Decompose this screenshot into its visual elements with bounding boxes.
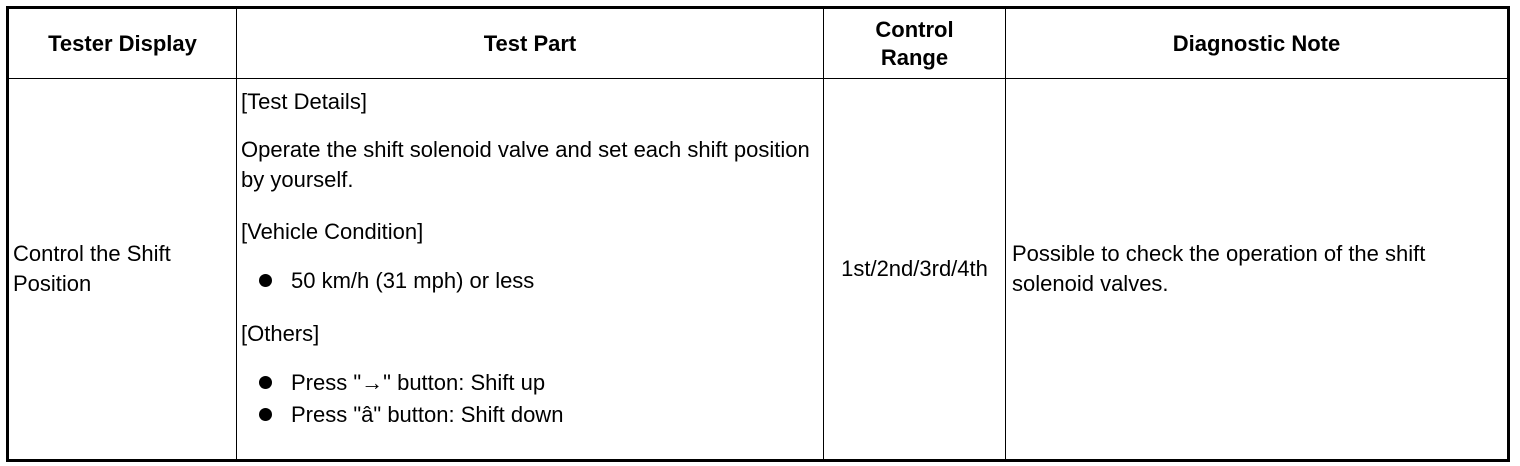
control-range-text: 1st/2nd/3rd/4th [841,256,988,281]
bullet-icon [259,408,272,421]
others-item-text: Press "â" button: Shift down [291,402,564,427]
header-control-range-line2: Range [880,44,949,70]
tester-display-text: Control the Shift Position [13,241,171,296]
others-item-text: Press "→" button: Shift up [291,370,546,395]
cell-diagnostic-note: Possible to check the operation of the s… [1005,78,1509,461]
vehicle-condition-list: 50 km/h (31 mph) or less [241,265,817,297]
vehicle-condition-heading: [Vehicle Condition] [241,219,424,244]
list-item: Press "→" button: Shift up [259,367,817,399]
test-details-heading: [Test Details] [241,89,367,114]
cell-test-part: [Test Details] Operate the shift solenoi… [236,78,824,461]
header-diagnostic-note: Diagnostic Note [1005,7,1509,79]
list-item: 50 km/h (31 mph) or less [259,265,817,297]
active-test-table: Tester Display Test Part Control Range D… [6,6,1510,462]
diagnostic-note-text: Possible to check the operation of the s… [1012,241,1426,296]
bullet-icon [259,274,272,287]
others-heading: [Others] [241,321,320,346]
header-control-range-line1: Control [875,16,954,42]
list-item: Press "â" button: Shift down [259,399,817,431]
bullet-icon [259,376,272,389]
cell-tester-display: Control the Shift Position [7,78,237,461]
header-test-part: Test Part [236,7,824,79]
vehicle-condition-item-text: 50 km/h (31 mph) or less [291,268,535,293]
document-page: Tester Display Test Part Control Range D… [6,6,1510,462]
others-list: Press "→" button: Shift up Press "â" but… [241,367,817,431]
header-control-range: Control Range [823,7,1006,79]
table-header-row: Tester Display Test Part Control Range D… [7,7,1509,79]
test-details-text: Operate the shift solenoid valve and set… [241,137,810,192]
table-row: Control the Shift Position [Test Details… [7,78,1509,461]
cell-control-range: 1st/2nd/3rd/4th [823,78,1006,461]
header-tester-display: Tester Display [7,7,237,79]
